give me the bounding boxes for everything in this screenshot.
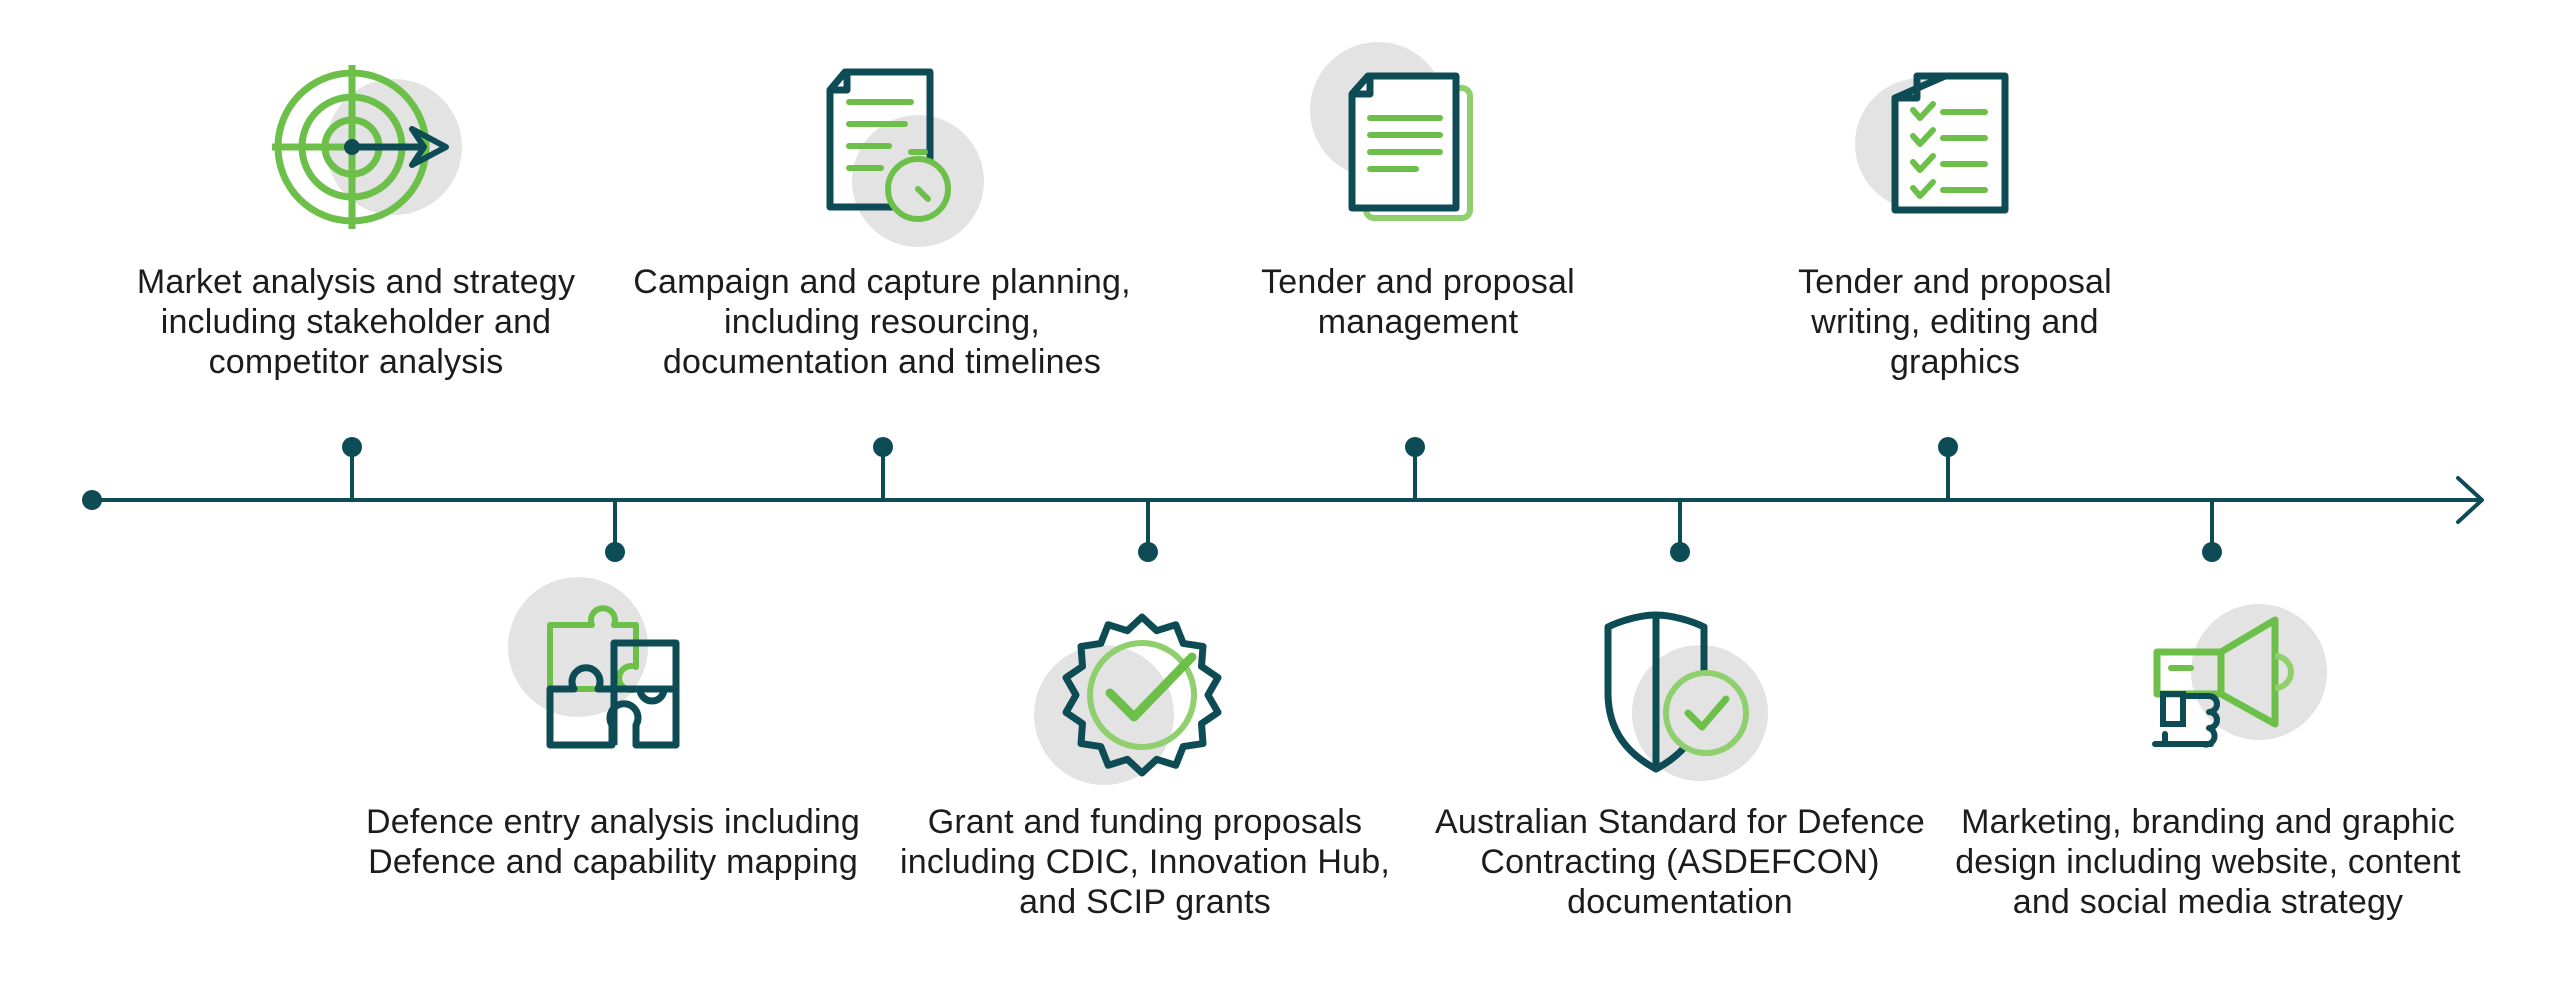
step-4-icon-container [1022,605,1262,795]
shield-check-icon [1604,611,1768,781]
step-8-label: Marketing, branding and graphic design i… [1955,803,2461,921]
step-2-dot [605,542,625,562]
step-6-label: Australian Standard for Defence Contract… [1434,803,1926,921]
step-2-icon-container [500,575,740,765]
badge-check-icon [1034,613,1222,785]
step-8-dot [2202,542,2222,562]
puzzle-icon [508,577,680,749]
step-3-label: Campaign and capture planning, including… [633,263,1131,381]
step-3-dot [873,437,893,457]
step-5-dot [1405,437,1425,457]
document-timer-icon [826,68,984,247]
documents-icon [1310,42,1473,221]
step-5-icon-container [1300,38,1540,228]
checklist-icon [1855,72,2009,214]
step-4-dot [1138,542,1158,562]
step-2-label: Defence entry analysis including Defence… [365,803,860,881]
step-1-icon-container [232,55,472,245]
step-1-dot [342,437,362,457]
timeline-arrow-head [2456,476,2484,524]
megaphone-icon [2152,604,2327,748]
step-6-dot [1670,542,1690,562]
step-7-label: Tender and proposal writing, editing and… [1798,263,2112,381]
step-8-icon-container [2125,590,2365,780]
step-6-icon-container [1560,603,1800,793]
step-7-dot [1938,437,1958,457]
timeline-start-dot [82,490,102,510]
step-7-icon-container [1825,62,2065,252]
step-1-label: Market analysis and strategy including s… [136,263,576,381]
step-5-label: Tender and proposal management [1261,263,1575,341]
step-4-label: Grant and funding proposals including CD… [899,803,1391,921]
target-icon [272,65,462,229]
step-3-icon-container [785,62,1025,252]
